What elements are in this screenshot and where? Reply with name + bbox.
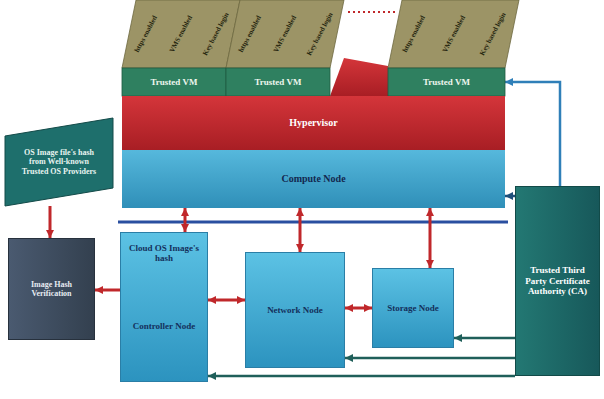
- trusted-vm: https enabledVMS enabledKey based loginT…: [226, 0, 330, 96]
- node-label: Hypervisor: [289, 117, 337, 129]
- os-hash-source: OS Image file's hash from Well-known Tru…: [5, 118, 113, 206]
- image-hash-label: Cloud OS Image's hash: [126, 243, 202, 264]
- connector-arrow: [429, 208, 432, 268]
- connector-arrow: [505, 195, 515, 198]
- connector-arrow: [208, 299, 245, 302]
- more-vms-dots: [348, 11, 396, 13]
- hash-verification-box: Image Hash Verification: [8, 238, 95, 340]
- hypervisor-top-face: [330, 58, 388, 96]
- node-label: Network Node: [267, 305, 323, 315]
- hypervisor-band: Hypervisor: [122, 96, 505, 150]
- controller-node: Cloud OS Image's hashController Node: [120, 232, 208, 382]
- node-label: OS Image file's hash from Well-known Tru…: [15, 148, 103, 176]
- node-label: Trusted Third Party Certificate Authorit…: [521, 265, 594, 296]
- vm-title: Trusted VM: [122, 68, 226, 96]
- vm-front-face: [122, 68, 226, 96]
- connector-arrow: [345, 307, 372, 310]
- connector-arrow: [505, 82, 560, 186]
- trusted-vm: https enabledVMS enabledKey based loginT…: [122, 0, 226, 96]
- vm-top-face: [388, 0, 519, 68]
- slanted-box-face: [5, 118, 113, 206]
- network-bus: [118, 221, 508, 224]
- node-label: Controller Node: [133, 321, 195, 331]
- vm-title: Trusted VM: [226, 68, 330, 96]
- vm-title: Trusted VM: [388, 68, 505, 96]
- trusted-vm: https enabledVMS enabledKey based loginT…: [388, 0, 505, 96]
- storage-node: Storage Node: [372, 268, 454, 348]
- node-label: Image Hash Verification: [14, 280, 89, 298]
- vm-front-face: [388, 68, 505, 96]
- connector-arrow: [299, 208, 302, 252]
- vm-front-face: [226, 68, 330, 96]
- vm-top-face: [122, 0, 240, 68]
- connector-arrow: [95, 289, 120, 292]
- node-label: Compute Node: [281, 173, 345, 185]
- connector-arrow: [345, 357, 515, 360]
- connector-arrow: [184, 208, 187, 232]
- connector-arrow: [454, 337, 515, 340]
- vm-top-face: [226, 0, 344, 68]
- connector-arrow: [208, 375, 515, 378]
- connector-arrow: [49, 206, 52, 238]
- node-label: Storage Node: [387, 303, 439, 313]
- certificate-authority: Trusted Third Party Certificate Authorit…: [515, 186, 600, 376]
- compute-node-band: Compute Node: [122, 150, 505, 208]
- network-node: Network Node: [245, 252, 345, 368]
